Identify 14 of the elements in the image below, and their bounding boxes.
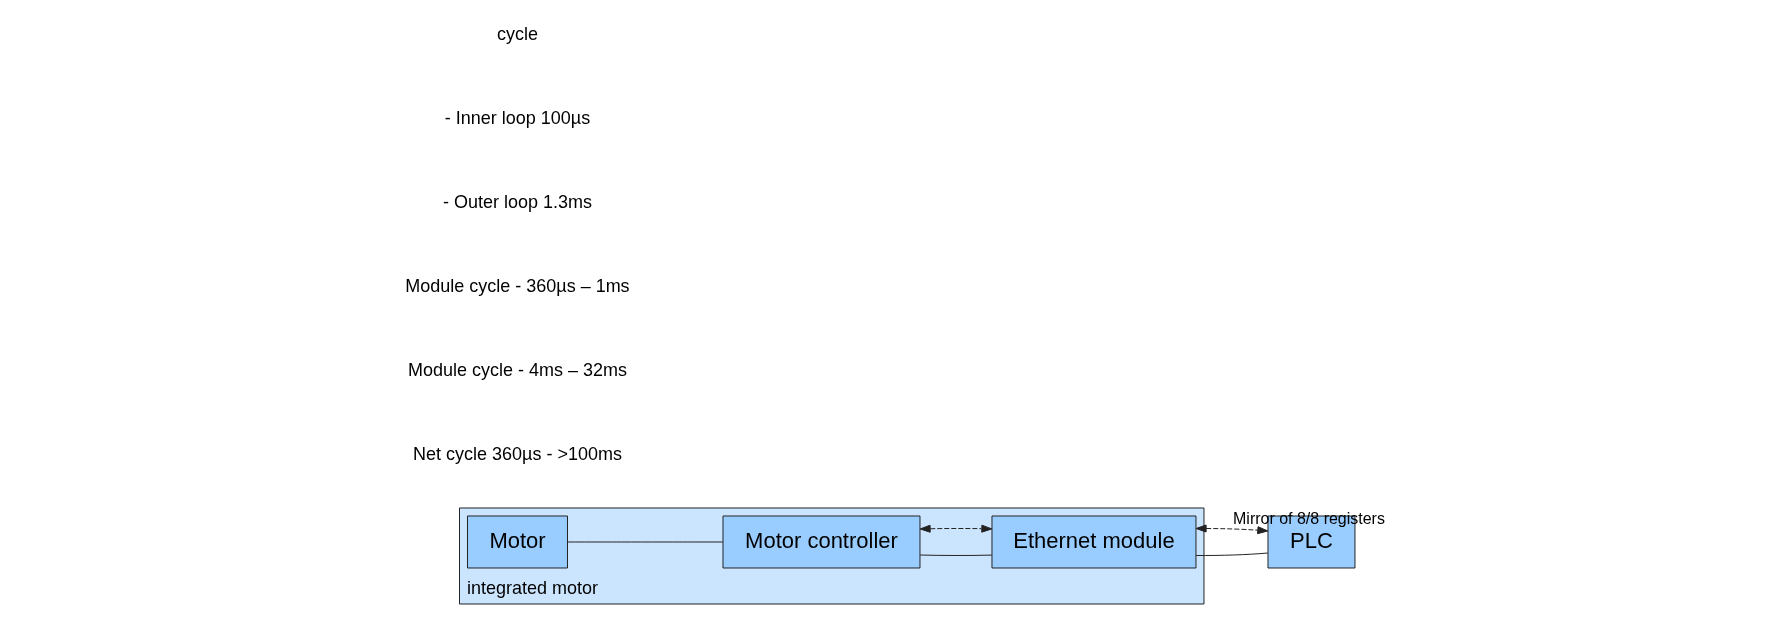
node-box: Motor — [466, 515, 568, 569]
connector — [919, 554, 992, 556]
connector — [1195, 552, 1268, 556]
node-box: Ethernet module — [991, 515, 1196, 569]
connector — [566, 541, 723, 543]
node-box: Motor controller — [722, 515, 920, 569]
arrow — [1195, 524, 1268, 535]
label: cycle — [496, 24, 538, 45]
arrow — [919, 524, 992, 533]
label: - Inner loop 100µs — [444, 108, 590, 129]
label: Module cycle - 4ms – 32ms — [407, 360, 627, 381]
label: Net cycle 360µs - >100ms — [412, 444, 622, 465]
label: Module cycle - 360µs – 1ms — [404, 276, 630, 297]
label: - Outer loop 1.3ms — [442, 192, 592, 213]
